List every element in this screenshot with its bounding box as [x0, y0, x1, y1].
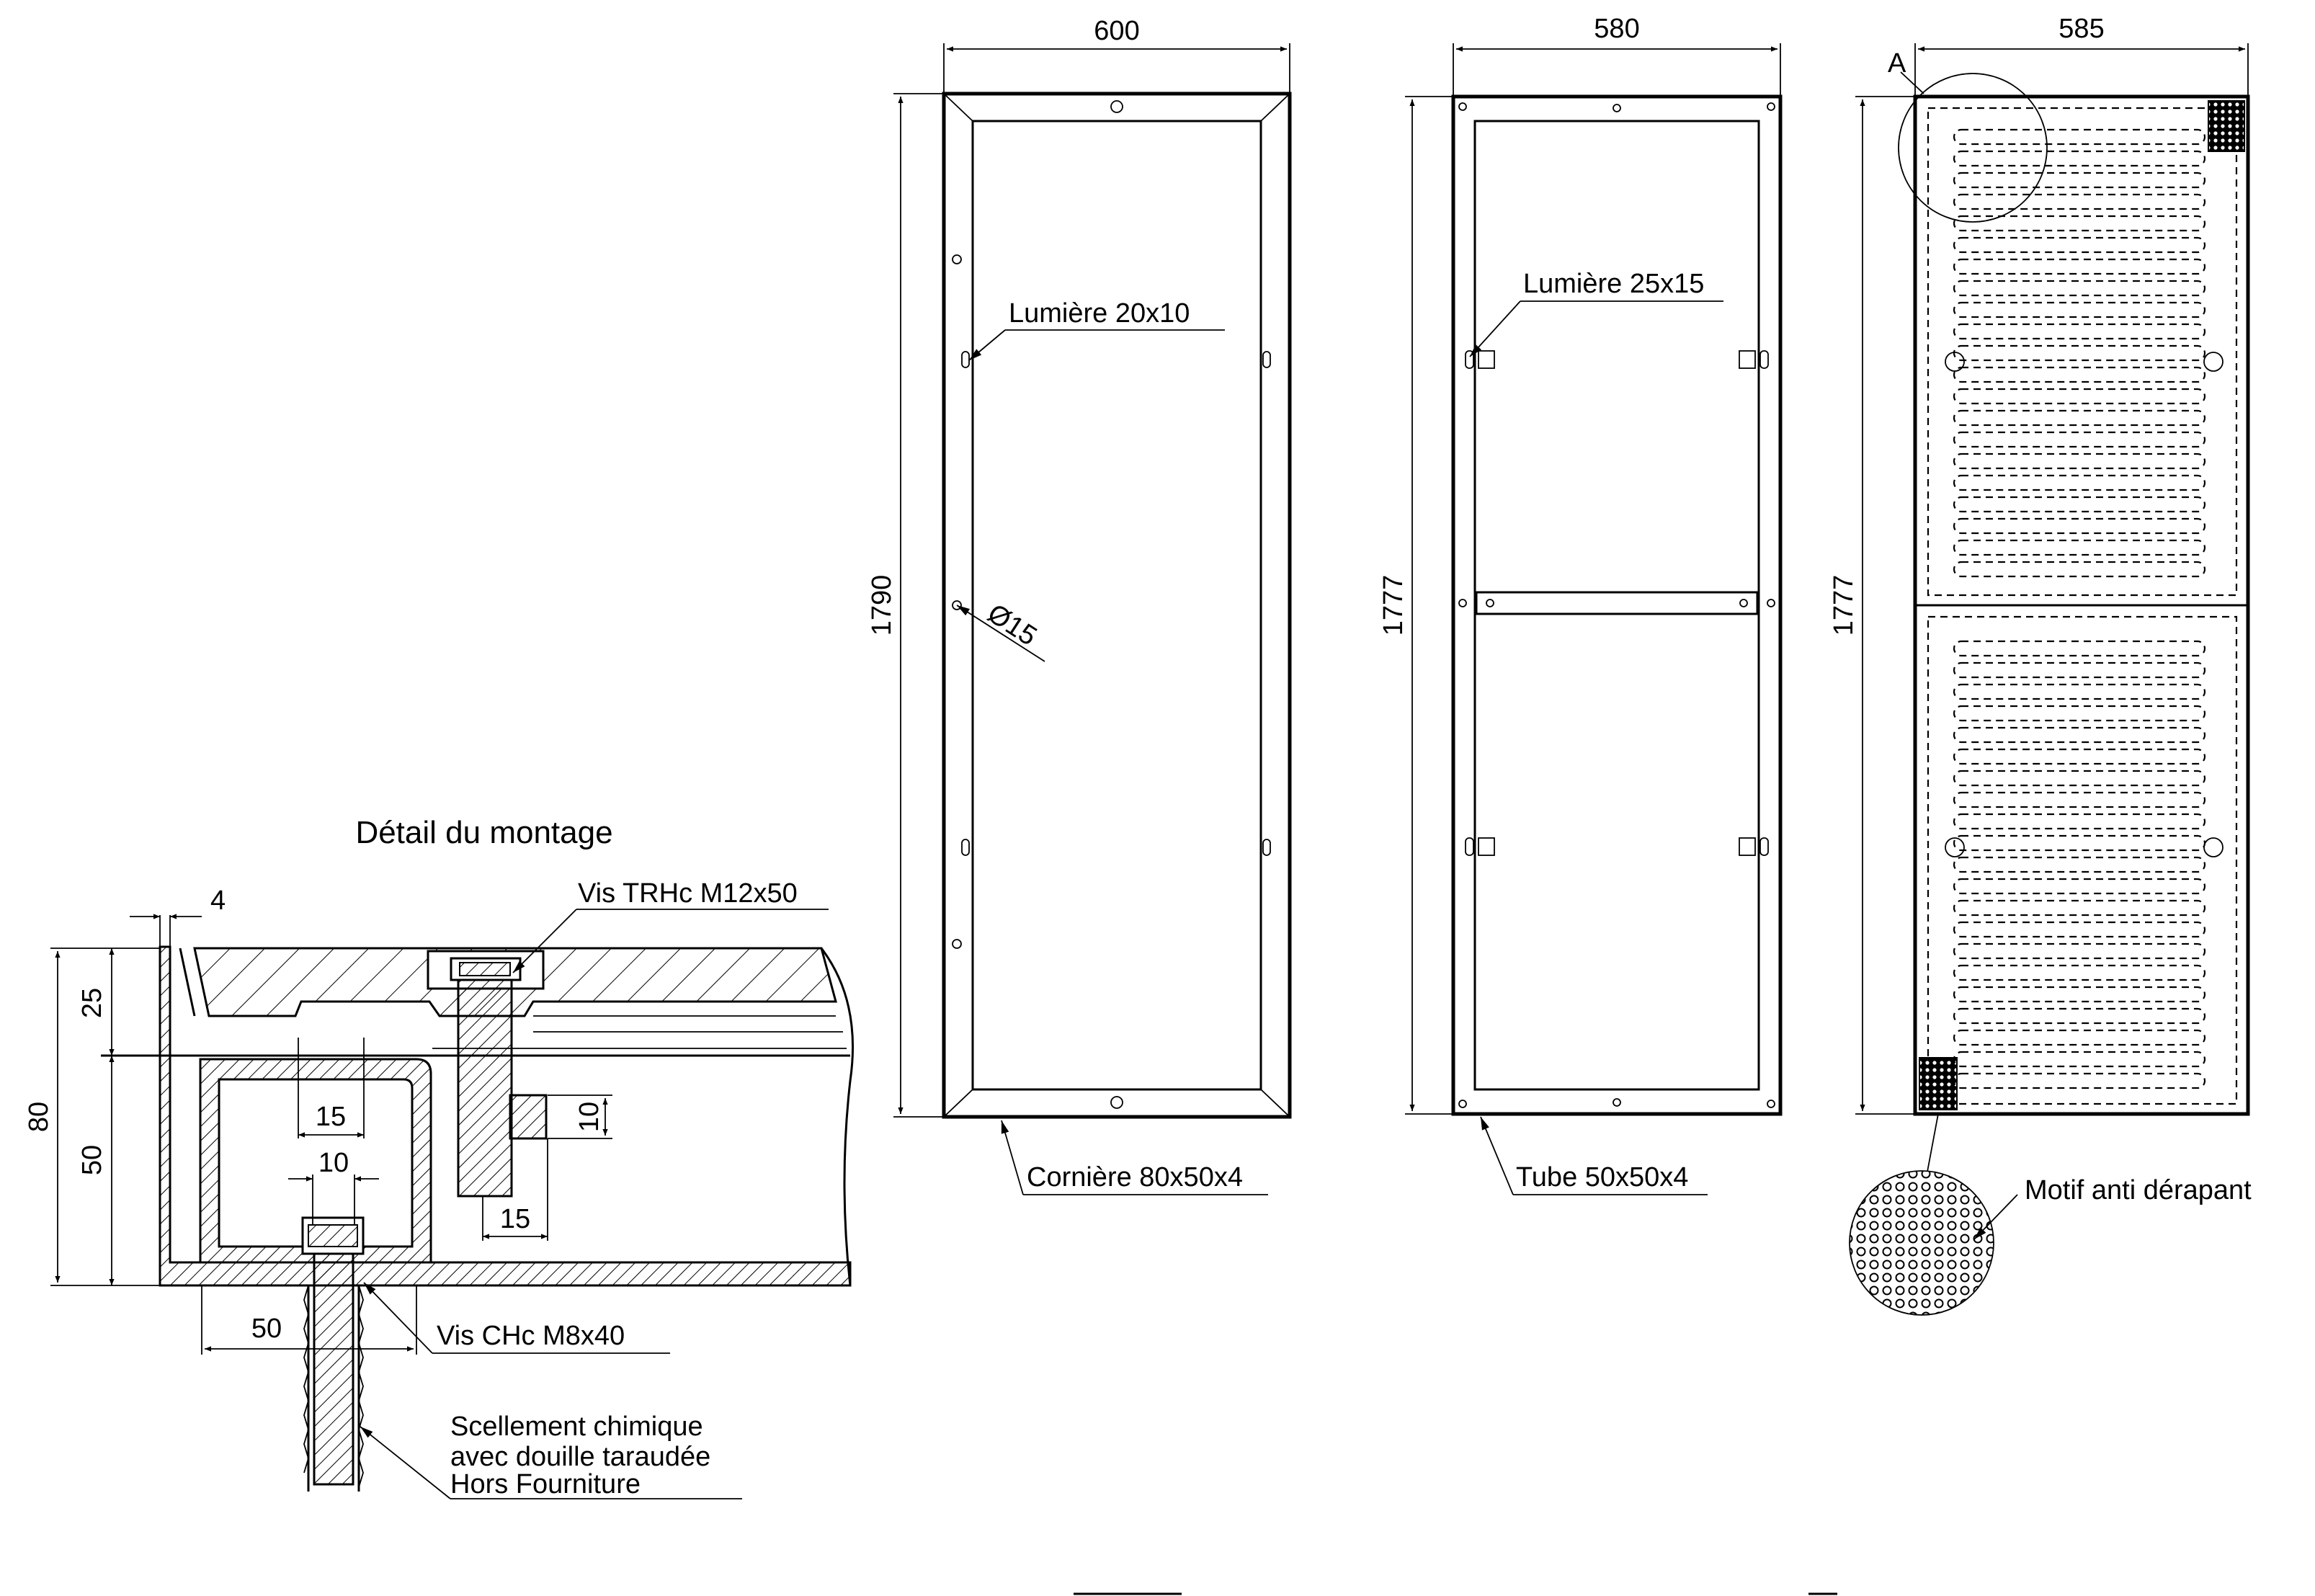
frame-outer — [942, 92, 1292, 1119]
grating-slot — [1953, 388, 2206, 405]
grating-slot — [1953, 986, 2206, 1003]
frame1-slot-label: Lumière 20x10 — [1009, 298, 1190, 329]
grating-slot — [1953, 770, 2206, 787]
dim-50-horizontal: 50 — [251, 1314, 282, 1344]
frame2-profile-label: Tube 50x50x4 — [1516, 1162, 1688, 1192]
grating-panel-top — [1927, 107, 2238, 597]
grating-slot — [1953, 409, 2206, 427]
dim-50-vertical: 50 — [77, 1145, 107, 1175]
top-screw — [450, 957, 548, 1198]
grating-slot — [1953, 921, 2206, 938]
pattern-swatch-bottom — [1919, 1057, 1958, 1110]
grating-slot — [1953, 878, 2206, 895]
grating-slot — [1953, 366, 2206, 383]
pattern-swatch-top — [2208, 100, 2245, 152]
frame2-height: 1777 — [1378, 575, 1409, 636]
grating-slot — [1953, 258, 2206, 275]
grating-slot — [1953, 705, 2206, 722]
grating-slot — [1953, 1007, 2206, 1025]
view-grating: A Motif anti dérapant 585 1777 — [1829, 14, 2252, 1316]
bottom-screw — [301, 1216, 365, 1492]
grating-panel-bottom — [1927, 615, 2238, 1105]
grating-slot — [1953, 301, 2206, 318]
grating-slot — [1953, 640, 2206, 657]
frame2-inner — [1473, 120, 1760, 1091]
grating-slot — [1953, 1029, 2206, 1046]
grating-slot — [1953, 899, 2206, 917]
grating-slot — [1953, 539, 2206, 556]
view-angle-frame: 600 1790 Lumière 20x10 Ø15 Cornière 80x5… — [867, 16, 1292, 1195]
dim-80: 80 — [24, 1102, 54, 1132]
dim-15-a: 15 — [316, 1102, 346, 1132]
grating-slot — [1953, 193, 2206, 210]
grating-slot — [1953, 1051, 2206, 1068]
grating-slot — [1953, 150, 2206, 167]
detail-title: Détail du montage — [355, 815, 612, 850]
detail-circle-a — [1898, 73, 2048, 223]
frame2-slot-label: Lumière 25x15 — [1523, 269, 1704, 299]
dim-10-a: 10 — [318, 1148, 349, 1178]
detail-dimensions: 4 80 25 50 15 10 10 15 — [24, 886, 612, 1355]
dim-10-b: 10 — [574, 1102, 605, 1132]
grating-slot — [1953, 748, 2206, 765]
grating-slot — [1953, 171, 2206, 189]
grating-slot — [1953, 834, 2206, 852]
frame1-profile-label: Cornière 80x50x4 — [1027, 1162, 1243, 1192]
grating-slot — [1953, 1072, 2206, 1089]
mounting-detail: Détail du montage — [24, 815, 855, 1499]
grating-slot — [1953, 431, 2206, 448]
grating-slot — [1953, 561, 2206, 578]
grating-slot — [1953, 942, 2206, 960]
grating-height: 1777 — [1829, 575, 1859, 636]
frame1-width: 600 — [1094, 16, 1139, 46]
section-mark-a: A — [1888, 48, 1906, 79]
grating-width: 585 — [2058, 14, 2104, 44]
frame2-width: 580 — [1594, 14, 1639, 44]
break-line — [820, 948, 855, 1286]
frame2-outer — [1451, 94, 1783, 1116]
grating-slot — [1953, 856, 2206, 873]
grating-slot — [1953, 517, 2206, 535]
dim-25: 25 — [77, 988, 107, 1018]
pattern-label: Motif anti dérapant — [2025, 1175, 2252, 1205]
grating-slot — [1953, 280, 2206, 297]
dim-15-b: 15 — [500, 1204, 530, 1234]
grating-slot — [1953, 236, 2206, 254]
grating-slot — [1953, 128, 2206, 146]
frame-inner — [971, 120, 1262, 1091]
callout-screw-bottom: Vis CHc M8x40 — [437, 1321, 625, 1351]
grating-slot — [1953, 344, 2206, 362]
frame1-height: 1790 — [867, 575, 897, 636]
grating-slot — [1953, 215, 2206, 232]
callout-anchor-line1: Scellement chimique — [450, 1412, 703, 1442]
grating-slot — [1953, 791, 2206, 808]
grating-slot — [1953, 683, 2206, 700]
grating-slot — [1953, 496, 2206, 513]
grating-slots — [1953, 128, 2206, 1089]
grating-slot — [1953, 323, 2206, 340]
grating-slot — [1953, 474, 2206, 491]
grating-slot — [1953, 813, 2206, 830]
callout-anchor-line2: avec douille taraudée — [450, 1442, 710, 1472]
grating-slot — [1953, 661, 2206, 679]
dim-4: 4 — [210, 886, 226, 916]
detail-callouts: Vis TRHc M12x50 Vis CHc M8x40 Scellement… — [360, 878, 829, 1499]
grating-slot — [1953, 726, 2206, 744]
grating-slot — [1953, 964, 2206, 981]
view-tube-frame: 580 1777 Lumière 25x15 Tube 50x50x4 — [1378, 14, 1783, 1195]
callout-anchor-line3: Hors Fourniture — [450, 1469, 641, 1499]
grating-lugs — [1945, 352, 2223, 857]
frame2-crossbar — [1475, 591, 1759, 615]
callout-screw-top: Vis TRHc M12x50 — [578, 878, 798, 909]
frame1-holes — [952, 100, 1271, 1109]
grating-slot — [1953, 453, 2206, 470]
frame1-hole-label: Ø15 — [982, 598, 1042, 651]
frame2-holes — [1458, 102, 1775, 1108]
